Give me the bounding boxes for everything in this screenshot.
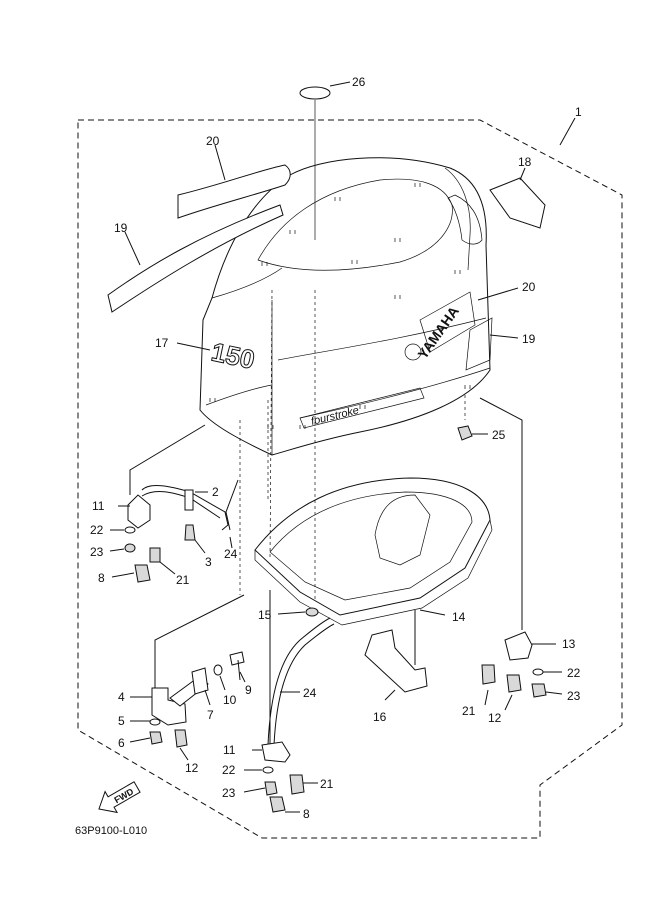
callout-21c: 21 (462, 704, 476, 718)
callout-22b: 22 (222, 763, 236, 777)
callout-4: 4 (118, 690, 125, 704)
callout-21a: 21 (176, 573, 190, 587)
top-cowling: YAMAHA 150 fourstroke (199, 157, 493, 456)
linkage-lower-left (149, 651, 245, 748)
part-14-seal-tray (254, 477, 493, 626)
callout-labels: 1 2 3 4 5 6 7 8 8 9 10 11 11 12 12 13 14… (75, 75, 582, 837)
callout-15: 15 (258, 608, 272, 622)
callout-11b: 11 (223, 743, 236, 757)
callout-1: 1 (575, 105, 582, 119)
callout-14: 14 (452, 610, 466, 624)
callout-12b: 12 (488, 711, 502, 725)
linkage-lower-center (261, 617, 335, 813)
callout-6: 6 (118, 736, 125, 750)
linkage-right (481, 631, 547, 698)
callout-23b: 23 (222, 786, 236, 800)
callout-20a: 20 (206, 134, 220, 148)
callout-21b: 21 (320, 777, 334, 791)
assembly-outline (77, 119, 623, 839)
part-15-grommet (305, 607, 319, 617)
diagram-code: 63P9100-L010 (75, 825, 147, 837)
callout-20b: 20 (522, 280, 536, 294)
part-19-left-stripe (107, 204, 284, 313)
callout-23a: 23 (90, 545, 104, 559)
callout-25: 25 (492, 428, 506, 442)
callout-10: 10 (223, 693, 237, 707)
callout-19b: 19 (522, 332, 536, 346)
callout-8b: 8 (303, 807, 310, 821)
callout-3: 3 (205, 555, 212, 569)
callout-26: 26 (352, 75, 366, 89)
callout-8a: 8 (98, 571, 105, 585)
callout-19a: 19 (114, 221, 128, 235)
callout-12a: 12 (185, 761, 199, 775)
callout-17: 17 (155, 336, 169, 350)
callout-23c: 23 (567, 689, 581, 703)
part-20-top-stripe (177, 164, 291, 219)
callout-7: 7 (207, 708, 214, 722)
callout-22a: 22 (90, 523, 104, 537)
callout-18: 18 (518, 155, 532, 169)
callout-2: 2 (212, 485, 219, 499)
callout-24b: 24 (303, 686, 317, 700)
projection-lines (239, 289, 466, 600)
part-18-right-decal (489, 177, 546, 229)
callout-24a: 24 (224, 547, 238, 561)
callout-22c: 22 (567, 666, 581, 680)
callout-5: 5 (118, 714, 125, 728)
callout-9: 9 (245, 683, 252, 697)
linkage-upper-left (124, 479, 239, 583)
callout-13: 13 (562, 637, 576, 651)
part-26-ring (299, 86, 331, 100)
fwd-arrow: FWD (98, 781, 141, 814)
part-16-bracket (364, 629, 428, 693)
part-25-stop (457, 425, 473, 441)
callout-11a: 11 (92, 499, 105, 513)
callout-16: 16 (373, 710, 387, 724)
